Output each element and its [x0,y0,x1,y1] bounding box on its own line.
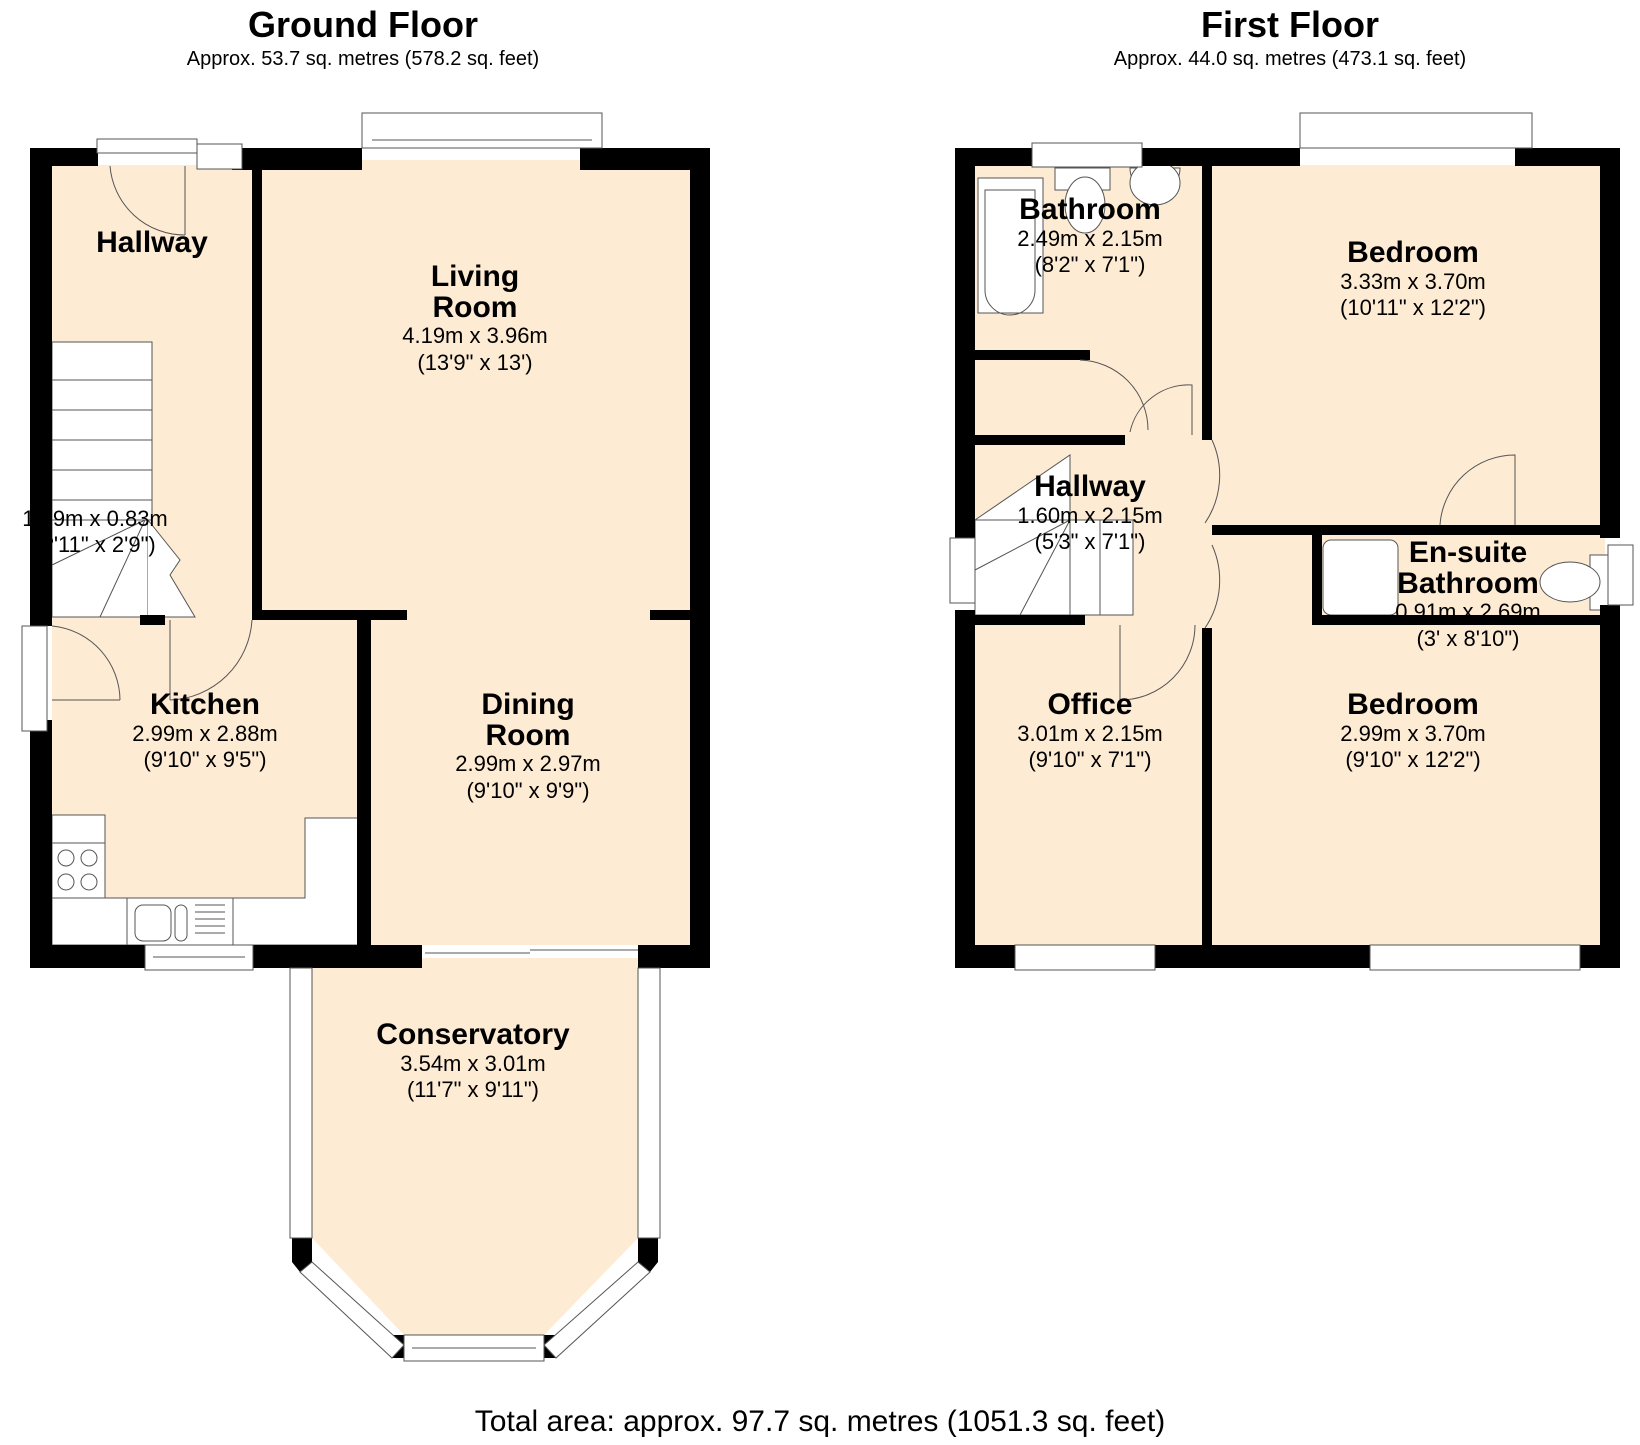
room-label-conservatory: Conservatory 3.54m x 3.01m (11'7" x 9'11… [376,1018,570,1102]
first-windows [949,112,1634,971]
room-label-ensuite: En-suite Bathroom 0.91m x 2.69m (3' x 8'… [1395,536,1541,651]
room-label-bathroom: Bathroom 2.49m x 2.15m (8'2" x 7'1") [1017,193,1163,277]
first-stairs [973,454,1134,616]
ground-stairs [51,341,196,618]
first-floor-title: First Floor [1201,4,1379,45]
room-label-bedroom-2: Bedroom 2.99m x 3.70m (9'10" x 12'2") [1340,688,1486,772]
room-label-hallway-first: Hallway 1.60m x 2.15m (5'3" x 7'1") [1017,470,1163,554]
bathroom-fixtures [977,160,1181,316]
first-walls [955,148,1620,968]
room-label-dining-room: Dining Room 2.99m x 2.97m (9'10" x 9'9") [455,688,601,803]
first-doors [1079,359,1516,701]
first-floor-area: Approx. 44.0 sq. metres (473.1 sq. feet) [1113,48,1467,70]
ground-floor-area: Approx. 53.7 sq. metres (578.2 sq. feet) [186,48,540,70]
total-area: Total area: approx. 97.7 sq. metres (105… [474,1405,1166,1438]
room-label-bedroom-1: Bedroom 3.33m x 3.70m (10'11" x 12'2") [1340,236,1486,320]
ground-windows [21,112,661,1362]
ground-floor-plan [21,112,710,1362]
ground-floor-title: Ground Floor [248,4,478,45]
room-label-hallway-ground: Hallway [96,226,208,259]
first-floor-plan [949,112,1634,971]
ensuite-fixtures [1322,539,1613,616]
room-label-kitchen: Kitchen 2.99m x 2.88m (9'10" x 9'5") [132,688,278,772]
room-label-office: Office 3.01m x 2.15m (9'10" x 7'1") [1017,688,1163,772]
room-label-under-stairs: 1.?9m x 0.83m (?'11" x 2'9") [22,506,168,558]
kitchen-units [51,814,363,946]
ground-doors [51,165,253,701]
room-label-living-room: Living Room 4.19m x 3.96m (13'9" x 13') [402,260,548,375]
